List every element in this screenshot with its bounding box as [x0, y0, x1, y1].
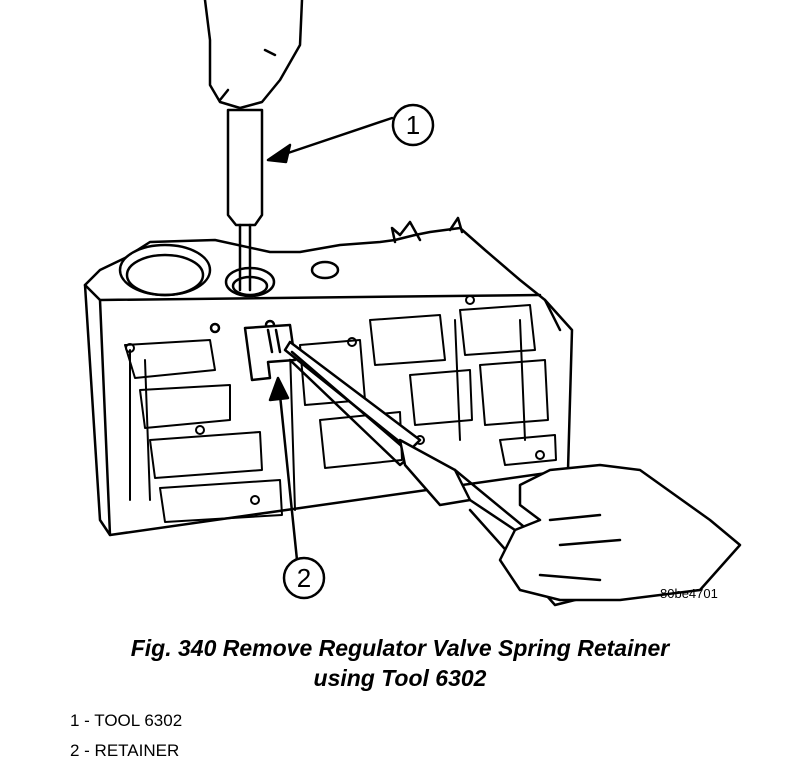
retainer [243, 323, 297, 382]
legend-item-2: 2 - RETAINER [70, 741, 180, 760]
valve-body-illustration: 1 2 80be4701 [83, 0, 742, 607]
callout-2-balloon [282, 556, 326, 600]
callout-1-balloon [391, 103, 435, 147]
legend-item-1: 1 - TOOL 6302 [70, 711, 183, 730]
fluid-passages [124, 295, 557, 523]
figure-caption-line2: using Tool 6302 [313, 665, 487, 691]
lower-hand [498, 463, 742, 602]
image-id: 80be4701 [660, 586, 718, 601]
tool-6302 [226, 108, 264, 292]
upper-hand [203, 0, 304, 110]
callout-1-leader [266, 116, 394, 164]
callout-1-number: 1 [406, 110, 420, 140]
callout-2-number: 2 [297, 563, 311, 593]
callout-2-leader [268, 376, 299, 562]
figure-caption-line1: Fig. 340 Remove Regulator Valve Spring R… [130, 635, 670, 661]
